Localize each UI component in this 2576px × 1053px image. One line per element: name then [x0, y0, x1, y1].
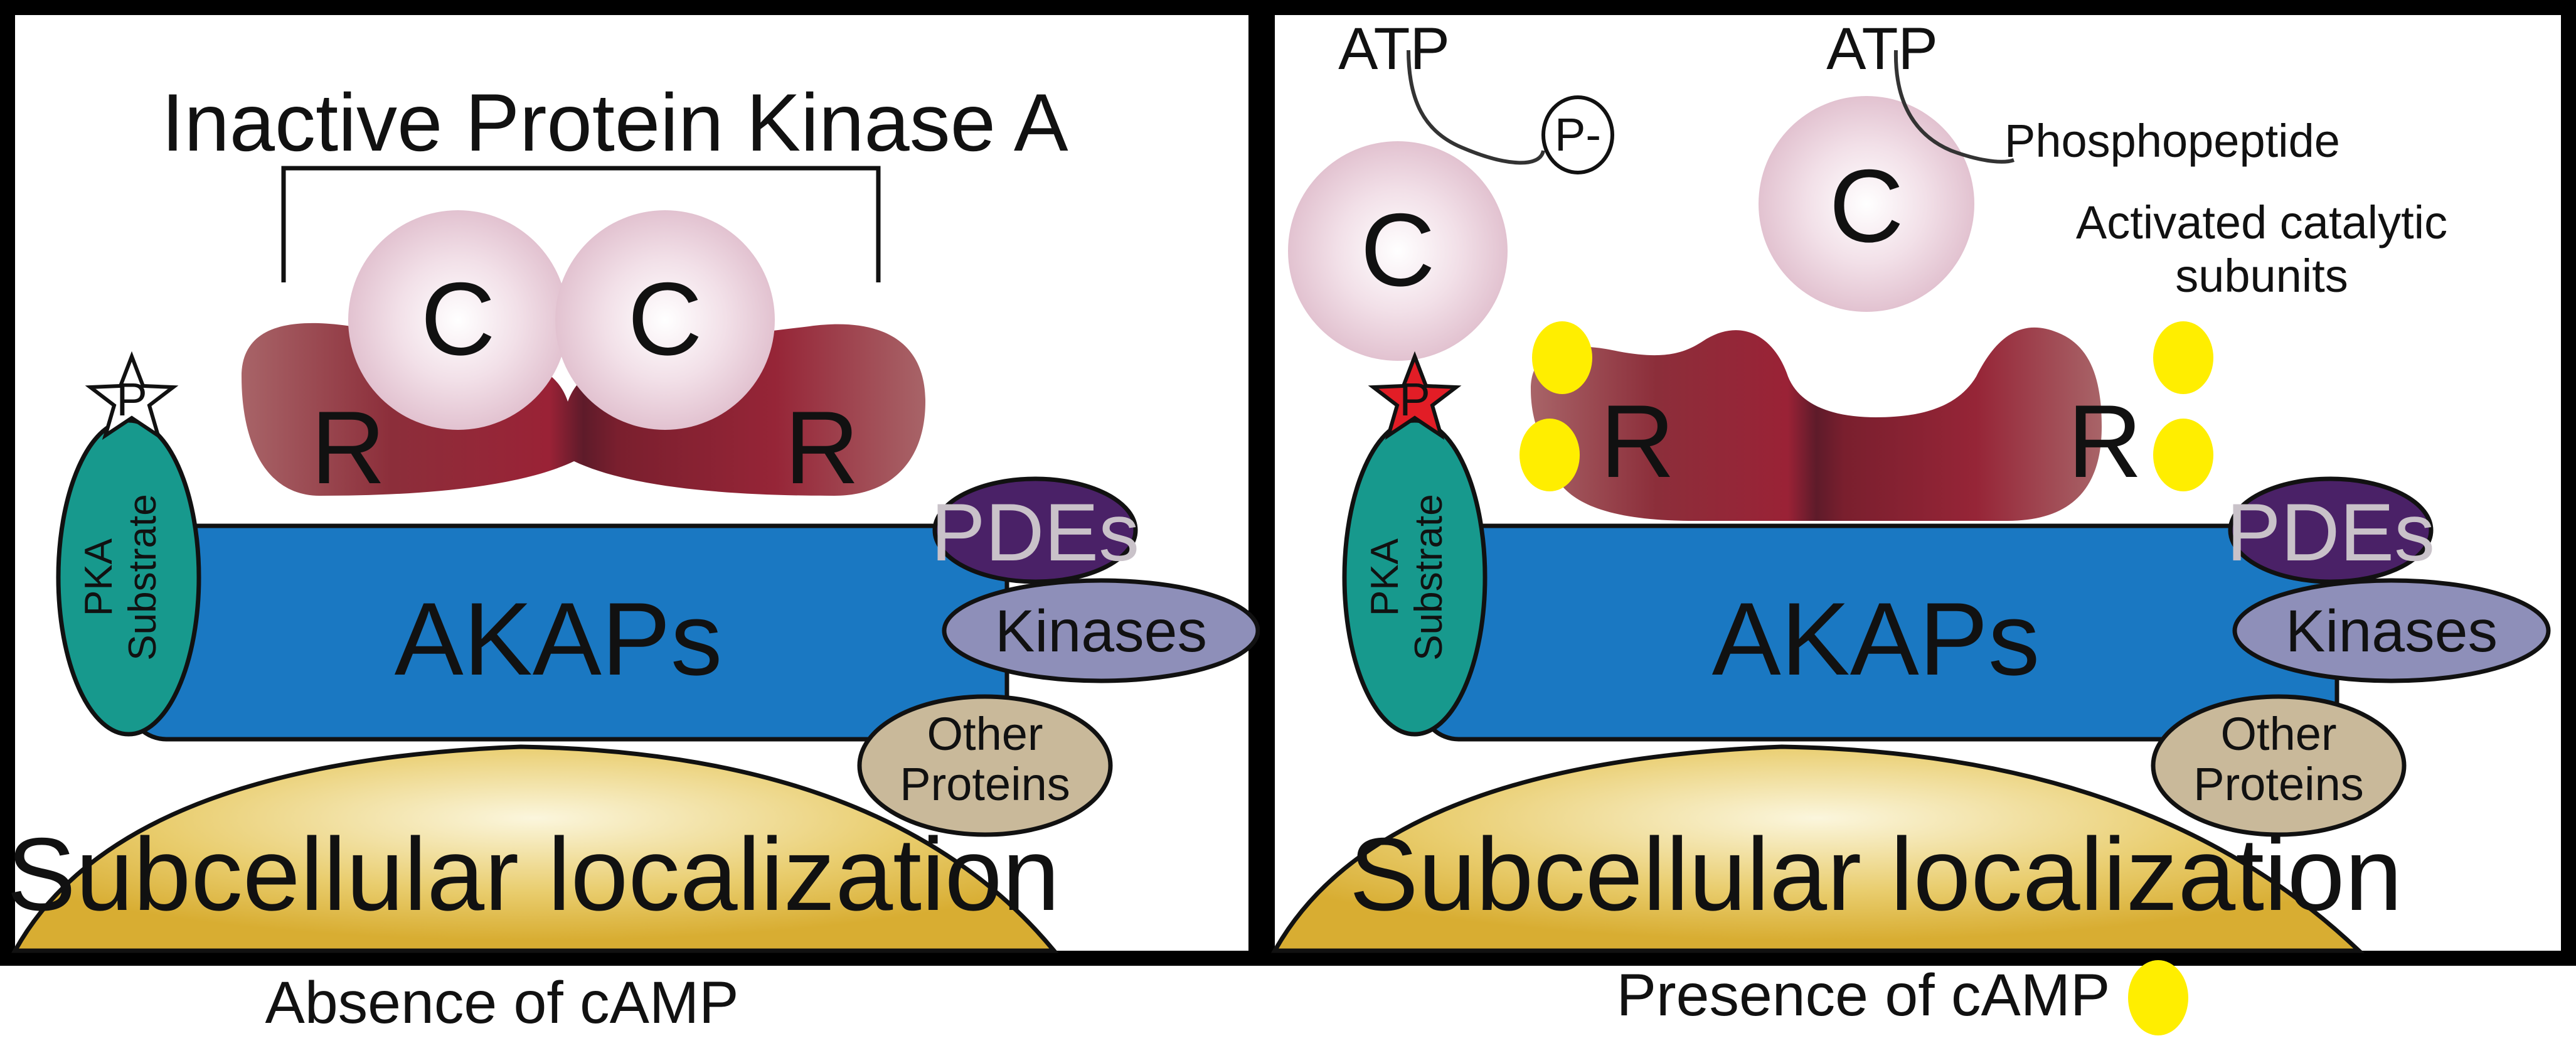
- phospho-label-active: P: [1399, 373, 1430, 425]
- left-caption: Absence of cAMP: [265, 970, 738, 1036]
- camp-legend-dot: [2128, 960, 2188, 1035]
- pdes-node-right: PDEs: [2227, 476, 2435, 584]
- kinases-node: Kinases: [942, 578, 1260, 683]
- regulatory-label-right-right: R: [2067, 383, 2142, 499]
- other-proteins-right-line2: Proteins: [2193, 758, 2363, 810]
- catalytic-subunit-active-right: C: [1759, 96, 1974, 312]
- right-panel: Subcellular localization AKAPs PKA Subst…: [1260, 0, 2576, 1035]
- atp-reaction-right: ATP Phosphopeptide: [1826, 16, 2340, 167]
- right-caption: Presence of cAMP: [1617, 962, 2110, 1029]
- akaps-label: AKAPs: [395, 581, 723, 697]
- subcellular-localization: Subcellular localization: [7, 744, 1060, 953]
- pka-substrate-label-line2: Substrate: [121, 494, 164, 660]
- phospho-group-label: P-: [1555, 109, 1601, 161]
- atp-label-right: ATP: [1826, 16, 1938, 82]
- camp-molecules-bound: [1520, 321, 2213, 491]
- inactive-pka-bracket: Inactive Protein Kinase A: [161, 77, 1068, 282]
- pka-substrate-right: PKA Substrate: [1342, 418, 1488, 737]
- catalytic-subunit-left: C: [348, 210, 568, 430]
- pdes-label: PDEs: [931, 486, 1139, 578]
- other-proteins-right-line1: Other: [2220, 708, 2336, 760]
- pka-substrate-right-line2: Substrate: [1407, 494, 1450, 660]
- atp-reaction-left: ATP P-: [1338, 16, 1614, 174]
- akap-scaffold-right: AKAPs: [1418, 523, 2339, 742]
- catalytic-subunit-active-left: C: [1288, 141, 1508, 361]
- catalytic-label-active-left: C: [1360, 192, 1435, 307]
- phospho-star-active-icon: P: [1368, 351, 1462, 441]
- phospho-label: P: [116, 373, 147, 425]
- camp-dot: [1520, 419, 1580, 491]
- catalytic-label-left: C: [420, 261, 495, 377]
- kinases-label-right: Kinases: [2286, 598, 2498, 665]
- camp-dot: [2153, 321, 2213, 394]
- pka-substrate: PKA Substrate: [56, 418, 201, 737]
- regulatory-label-left: R: [311, 390, 385, 505]
- other-proteins-label-line2: Proteins: [900, 758, 1070, 810]
- regulatory-label-right-left: R: [1600, 383, 1674, 499]
- atp-label-left: ATP: [1338, 16, 1450, 82]
- camp-dot: [1532, 321, 1592, 394]
- activated-label-line2: subunits: [2175, 250, 2348, 302]
- regulatory-subunits-right: R R: [1531, 327, 2142, 521]
- pka-substrate-right-line1: PKA: [1363, 538, 1407, 616]
- localization-label: Subcellular localization: [7, 816, 1060, 932]
- phosphopeptide-label: Phosphopeptide: [2004, 115, 2340, 167]
- kinases-node-right: Kinases: [2232, 578, 2551, 683]
- pdes-node: PDEs: [931, 476, 1139, 584]
- other-proteins-label-line1: Other: [927, 708, 1043, 760]
- other-proteins-node: Other Proteins: [857, 694, 1113, 837]
- catalytic-subunit-right: C: [555, 210, 775, 430]
- other-proteins-node-right: Other Proteins: [2151, 694, 2407, 837]
- left-panel: Subcellular localization AKAPs PKA Subst…: [0, 0, 1264, 1036]
- akap-scaffold: AKAPs: [126, 523, 1009, 742]
- inactive-pka-title: Inactive Protein Kinase A: [161, 77, 1068, 168]
- phospho-group-icon: [1541, 95, 1614, 174]
- subcellular-localization-right: Subcellular localization: [1271, 744, 2402, 953]
- activated-label-line1: Activated catalytic: [2076, 196, 2447, 249]
- pka-substrate-label-line1: PKA: [77, 538, 120, 616]
- akaps-label-right: AKAPs: [1712, 581, 2040, 697]
- pdes-label-right: PDEs: [2227, 486, 2435, 578]
- catalytic-label-right: C: [627, 261, 702, 377]
- kinases-label: Kinases: [995, 598, 1207, 665]
- phospho-star-icon: P: [85, 351, 179, 441]
- catalytic-label-active-right: C: [1829, 148, 1903, 264]
- regulatory-label-right: R: [784, 390, 859, 505]
- localization-label-right: Subcellular localization: [1349, 816, 2402, 932]
- camp-dot: [2153, 419, 2213, 491]
